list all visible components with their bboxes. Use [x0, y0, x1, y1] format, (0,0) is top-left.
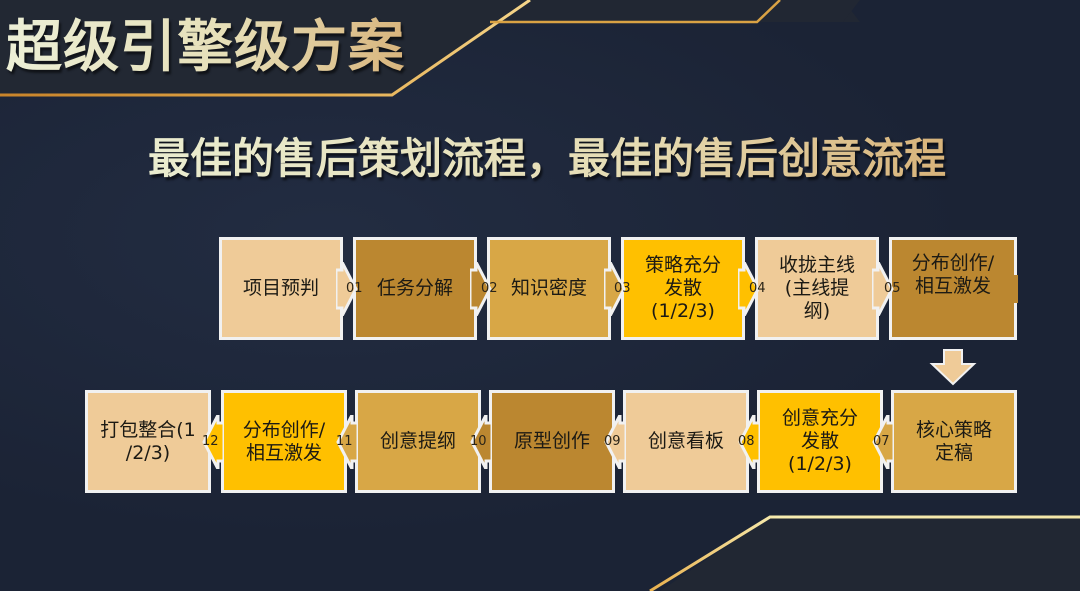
slide-subtitle: 最佳的售后策划流程，最佳的售后创意流程	[148, 130, 946, 188]
connector-label-04: 04	[749, 281, 766, 296]
connector-arrow-07	[872, 415, 894, 469]
down-arrow-icon	[929, 349, 977, 386]
step-label-line1: 收拢主线	[778, 254, 855, 276]
connector-label-03: 03	[614, 281, 631, 296]
connector-arrow-02	[470, 262, 492, 316]
connector-arrow-08	[738, 415, 760, 469]
step-label-line2: 定稿	[934, 441, 973, 464]
flow-step-strategy-diverge: 策略充分 发散 (1/2/3)	[621, 237, 745, 340]
slide-title: 超级引擎级方案	[6, 12, 405, 84]
step-label-line1: 创意充分	[781, 407, 858, 429]
connector-arrow-12	[202, 415, 224, 469]
connector-arrow-10	[470, 415, 492, 469]
flow-step-prototype: 原型创作	[489, 390, 615, 493]
step-label-line3: 纲)	[803, 300, 831, 322]
step-label: 创意看板	[647, 430, 724, 452]
flow-step-distributed-creation-2: 分布创作/ 相互激发	[221, 390, 347, 493]
connector-arrow-03	[604, 262, 626, 316]
flow-step-knowledge-density: 知识密度	[487, 237, 611, 340]
connector-label-08: 08	[738, 434, 755, 449]
connector-label-07: 07	[873, 434, 890, 449]
flow-step-task-breakdown: 任务分解	[353, 237, 477, 340]
flow-step-converge-mainline: 收拢主线 (主线提 纲)	[755, 237, 879, 340]
step-label-line1: 策略充分	[644, 254, 721, 276]
step-label-line2: 发散	[663, 277, 702, 299]
flow-step-core-strategy: 核心策略 定稿	[891, 390, 1017, 493]
flow-step-creative-board: 创意看板	[623, 390, 749, 493]
step-label: 原型创作	[513, 430, 590, 452]
connector-arrow-09	[604, 415, 626, 469]
step-label-line3: (1/2/3)	[651, 300, 715, 322]
step-label-line2: /2/3)	[125, 441, 171, 464]
step-label-line3: (1/2/3)	[788, 453, 852, 475]
step-label-line2: (主线提	[784, 277, 850, 299]
row1-tail	[1010, 275, 1018, 303]
step-label: 项目预判	[242, 277, 319, 299]
connector-arrow-05	[872, 262, 894, 316]
flow-step-creative-diverge: 创意充分 发散 (1/2/3)	[757, 390, 883, 493]
flow-step-package-integrate: 打包整合(1 /2/3)	[85, 390, 211, 493]
step-label-line2: 相互激发	[914, 275, 991, 297]
step-label-line2: 相互激发	[245, 441, 322, 464]
connector-label-01: 01	[346, 281, 363, 296]
connector-label-12: 12	[202, 434, 219, 449]
flow-step-project-prejudge: 项目预判	[219, 237, 343, 340]
connector-label-10: 10	[470, 434, 487, 449]
connector-label-02: 02	[481, 281, 498, 296]
connector-label-11: 11	[336, 434, 353, 449]
connector-arrow-01	[336, 262, 358, 316]
flow-step-distributed-creation-1: 分布创作/ 相互激发	[889, 237, 1017, 340]
step-label: 知识密度	[510, 277, 587, 299]
step-label-line1: 分布创作/	[242, 418, 326, 441]
step-label-line1: 核心策略	[915, 418, 992, 441]
connector-arrow-11	[336, 415, 358, 469]
step-label-line1: 打包整合(1	[100, 418, 196, 441]
step-label: 创意提纲	[379, 430, 456, 452]
connector-arrow-04	[738, 262, 760, 316]
connector-label-05: 05	[884, 281, 901, 296]
step-label-line1: 分布创作/	[911, 252, 995, 274]
flow-step-creative-outline: 创意提纲	[355, 390, 481, 493]
step-label: 任务分解	[376, 277, 453, 299]
step-label-line2: 发散	[800, 430, 839, 452]
connector-label-09: 09	[604, 434, 621, 449]
